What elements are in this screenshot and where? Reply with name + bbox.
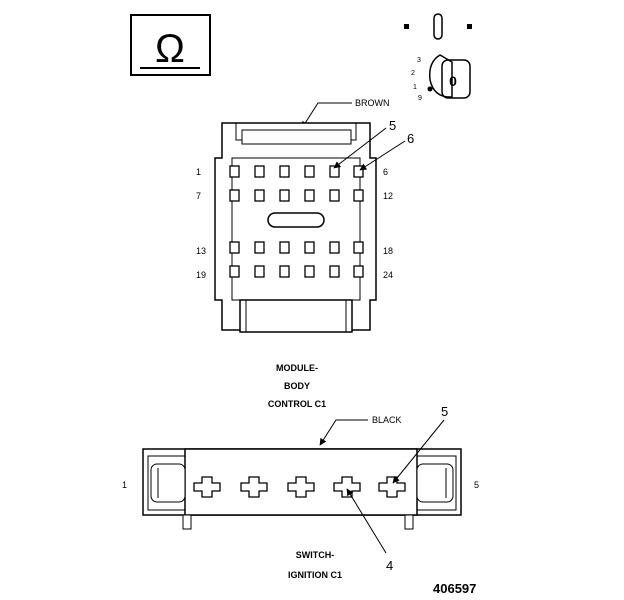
switch-pin-label-1: 1 <box>122 480 127 490</box>
body-pin-cavity-16 <box>304 241 315 254</box>
body-pin-label-19: 19 <box>196 270 206 280</box>
switch-connector-color-label: BLACK <box>372 415 402 425</box>
body-pin-cavity-17 <box>329 241 340 254</box>
body-pin-cavities <box>229 165 364 278</box>
body-control-connector: BROWN 1 6 7 12 13 18 19 24 5 6 MODULE- B… <box>196 98 414 409</box>
body-pin-cavity-9 <box>279 189 290 202</box>
switch-pin-label-5: 5 <box>474 480 479 490</box>
body-pin-cavity-21 <box>279 265 290 278</box>
body-connector-title-3: CONTROL C1 <box>268 399 326 409</box>
body-pin-label-13: 13 <box>196 246 206 256</box>
body-pin-cavity-2 <box>254 165 265 178</box>
omega-symbol-icon: Ω <box>130 14 211 76</box>
body-pin-cavity-22 <box>304 265 315 278</box>
body-pin-cavity-1 <box>229 165 240 178</box>
body-pin-label-12: 12 <box>383 191 393 201</box>
body-pin-cavity-14 <box>254 241 265 254</box>
body-pin-cavity-4 <box>304 165 315 178</box>
body-pin-cavity-24 <box>353 265 364 278</box>
switch-pin-cavity-3 <box>287 476 315 498</box>
body-connector-color-label: BROWN <box>355 98 390 108</box>
body-connector-title-2: BODY <box>284 381 310 391</box>
body-pin-cavity-7 <box>229 189 240 202</box>
body-pin-cavity-20 <box>254 265 265 278</box>
body-pin-cavity-11 <box>329 189 340 202</box>
body-pin-label-1: 1 <box>196 167 201 177</box>
body-pin-cavity-3 <box>279 165 290 178</box>
body-pin-cavity-13 <box>229 241 240 254</box>
body-pin-cavity-23 <box>329 265 340 278</box>
body-pin-cavity-18 <box>353 241 364 254</box>
ignition-switch-icon: 0 3 2 1 9 <box>404 13 472 102</box>
body-pin-label-18: 18 <box>383 246 393 256</box>
figure-number: 406597 <box>433 581 476 596</box>
body-pin-cavity-15 <box>279 241 290 254</box>
ignition-switch-connector: BLACK 1 5 5 4 SWITCH- IGNITION C1 <box>122 404 479 580</box>
body-pin-cavity-6 <box>353 165 364 178</box>
switch-pin-cavity-1 <box>193 476 221 498</box>
body-pin-label-24: 24 <box>383 270 393 280</box>
body-pin-cavity-19 <box>229 265 240 278</box>
key-position-label: 0 <box>449 73 457 89</box>
body-callout-5: 5 <box>389 118 396 133</box>
switch-connector-title-2: IGNITION C1 <box>288 570 342 580</box>
body-pin-cavity-12 <box>353 189 364 202</box>
switch-callout-4: 4 <box>386 558 393 573</box>
switch-callout-5: 5 <box>441 404 448 419</box>
switch-pos-9: 9 <box>418 95 422 102</box>
body-pin-label-7: 7 <box>196 191 201 201</box>
omega-glyph: Ω <box>155 27 185 71</box>
body-callout-6: 6 <box>407 131 414 146</box>
switch-pos-1: 1 <box>413 84 417 91</box>
switch-pos-3: 3 <box>417 57 421 64</box>
switch-connector-title-1: SWITCH- <box>296 550 335 560</box>
switch-pin-cavity-2 <box>240 476 268 498</box>
body-pin-cavity-8 <box>254 189 265 202</box>
body-pin-label-6: 6 <box>383 167 388 177</box>
switch-pos-2: 2 <box>411 70 415 77</box>
body-pin-cavity-10 <box>304 189 315 202</box>
body-connector-title-1: MODULE- <box>276 363 318 373</box>
